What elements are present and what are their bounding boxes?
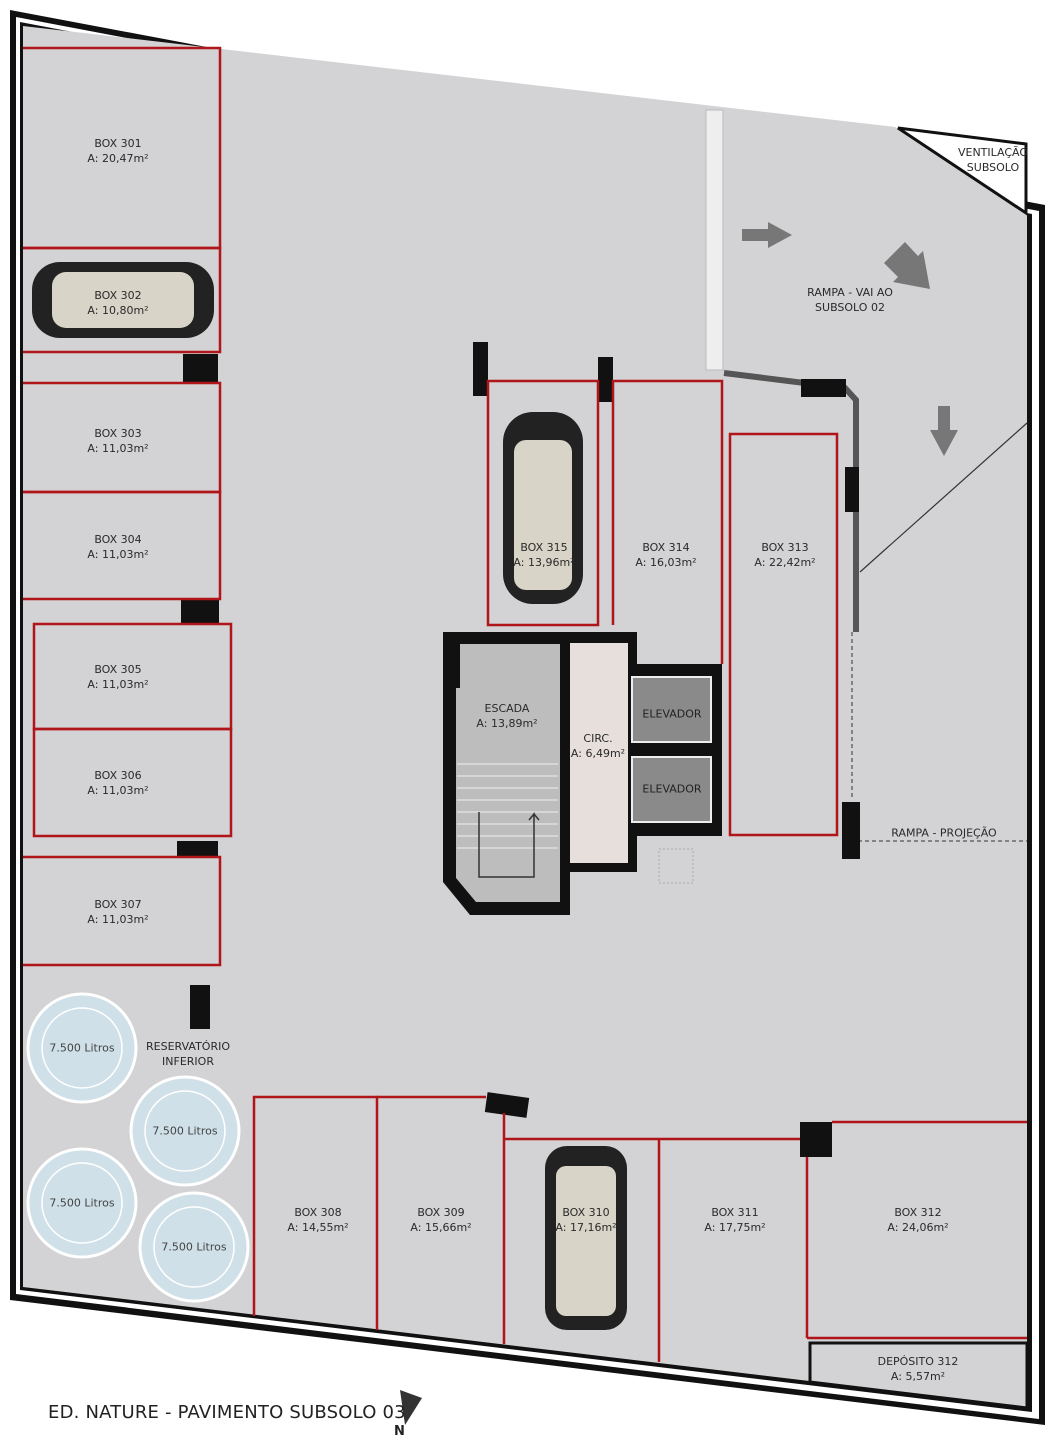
- box-313-outline: [728, 432, 839, 837]
- box-307-outline: [23, 855, 222, 967]
- water-tank: [26, 1147, 138, 1259]
- tank-label: 7.500 Litros: [49, 1196, 115, 1210]
- tank-label: 7.500 Litros: [49, 1041, 115, 1055]
- arrow-down-icon: [930, 406, 958, 456]
- box-315-outline: [486, 379, 600, 627]
- elevator-2: [631, 756, 712, 823]
- column: [845, 467, 859, 512]
- elevator-2-label: ELEVADOR: [642, 782, 702, 796]
- tank-label: 7.500 Litros: [161, 1240, 227, 1254]
- tank-label: 7.500 Litros: [152, 1124, 218, 1138]
- box-308-outline: [252, 1095, 379, 1330]
- arrow-right-icon: [742, 222, 792, 248]
- cars: [32, 262, 627, 1330]
- car-body: [556, 1166, 616, 1316]
- elevator-1-label: ELEVADOR: [642, 707, 702, 721]
- column: [800, 1122, 832, 1157]
- water-tanks: [26, 992, 250, 1303]
- column: [598, 357, 613, 402]
- arrow-down-right-icon: [884, 242, 930, 289]
- plan-title: ED. NATURE - PAVIMENTO SUBSOLO 03: [48, 1402, 406, 1423]
- circulation-floor: [570, 643, 628, 863]
- shaft-outline: [658, 848, 694, 884]
- water-tank: [129, 1075, 241, 1187]
- column: [473, 342, 488, 396]
- deposito-room: [808, 1341, 1029, 1410]
- column: [181, 600, 219, 624]
- column: [801, 379, 846, 397]
- box-304-outline: [23, 490, 222, 601]
- ramp-wall: [723, 370, 859, 632]
- circ-label: CIRC.A: 6,49m²: [570, 732, 626, 760]
- column: [177, 841, 218, 856]
- columns: [177, 342, 860, 1157]
- ramp-stripes: [705, 109, 724, 371]
- box-302-outline: [23, 246, 222, 354]
- north-arrow-icon: [400, 1390, 422, 1425]
- parking-boxes: [23, 46, 1027, 1362]
- stair-floor: [456, 644, 560, 902]
- water-tank: [138, 1191, 250, 1303]
- ventilation-area: [897, 126, 1028, 216]
- column: [842, 802, 860, 859]
- stair-steps: [457, 763, 558, 849]
- ramp-arrows: [742, 222, 958, 456]
- box-306-outline: [32, 727, 233, 838]
- stair-arrow: [478, 811, 540, 878]
- water-tank: [26, 992, 138, 1104]
- column: [190, 985, 210, 1029]
- car-body: [52, 272, 194, 328]
- ramp-edge: [859, 422, 1028, 573]
- elevator-1: [631, 676, 712, 743]
- column: [484, 1092, 530, 1118]
- rampa-projecao-label: RAMPA - PROJEÇÃO: [891, 826, 997, 840]
- car-body: [514, 440, 572, 590]
- north-label: N: [394, 1424, 405, 1439]
- column: [183, 354, 218, 382]
- box-314-outline: [611, 379, 724, 664]
